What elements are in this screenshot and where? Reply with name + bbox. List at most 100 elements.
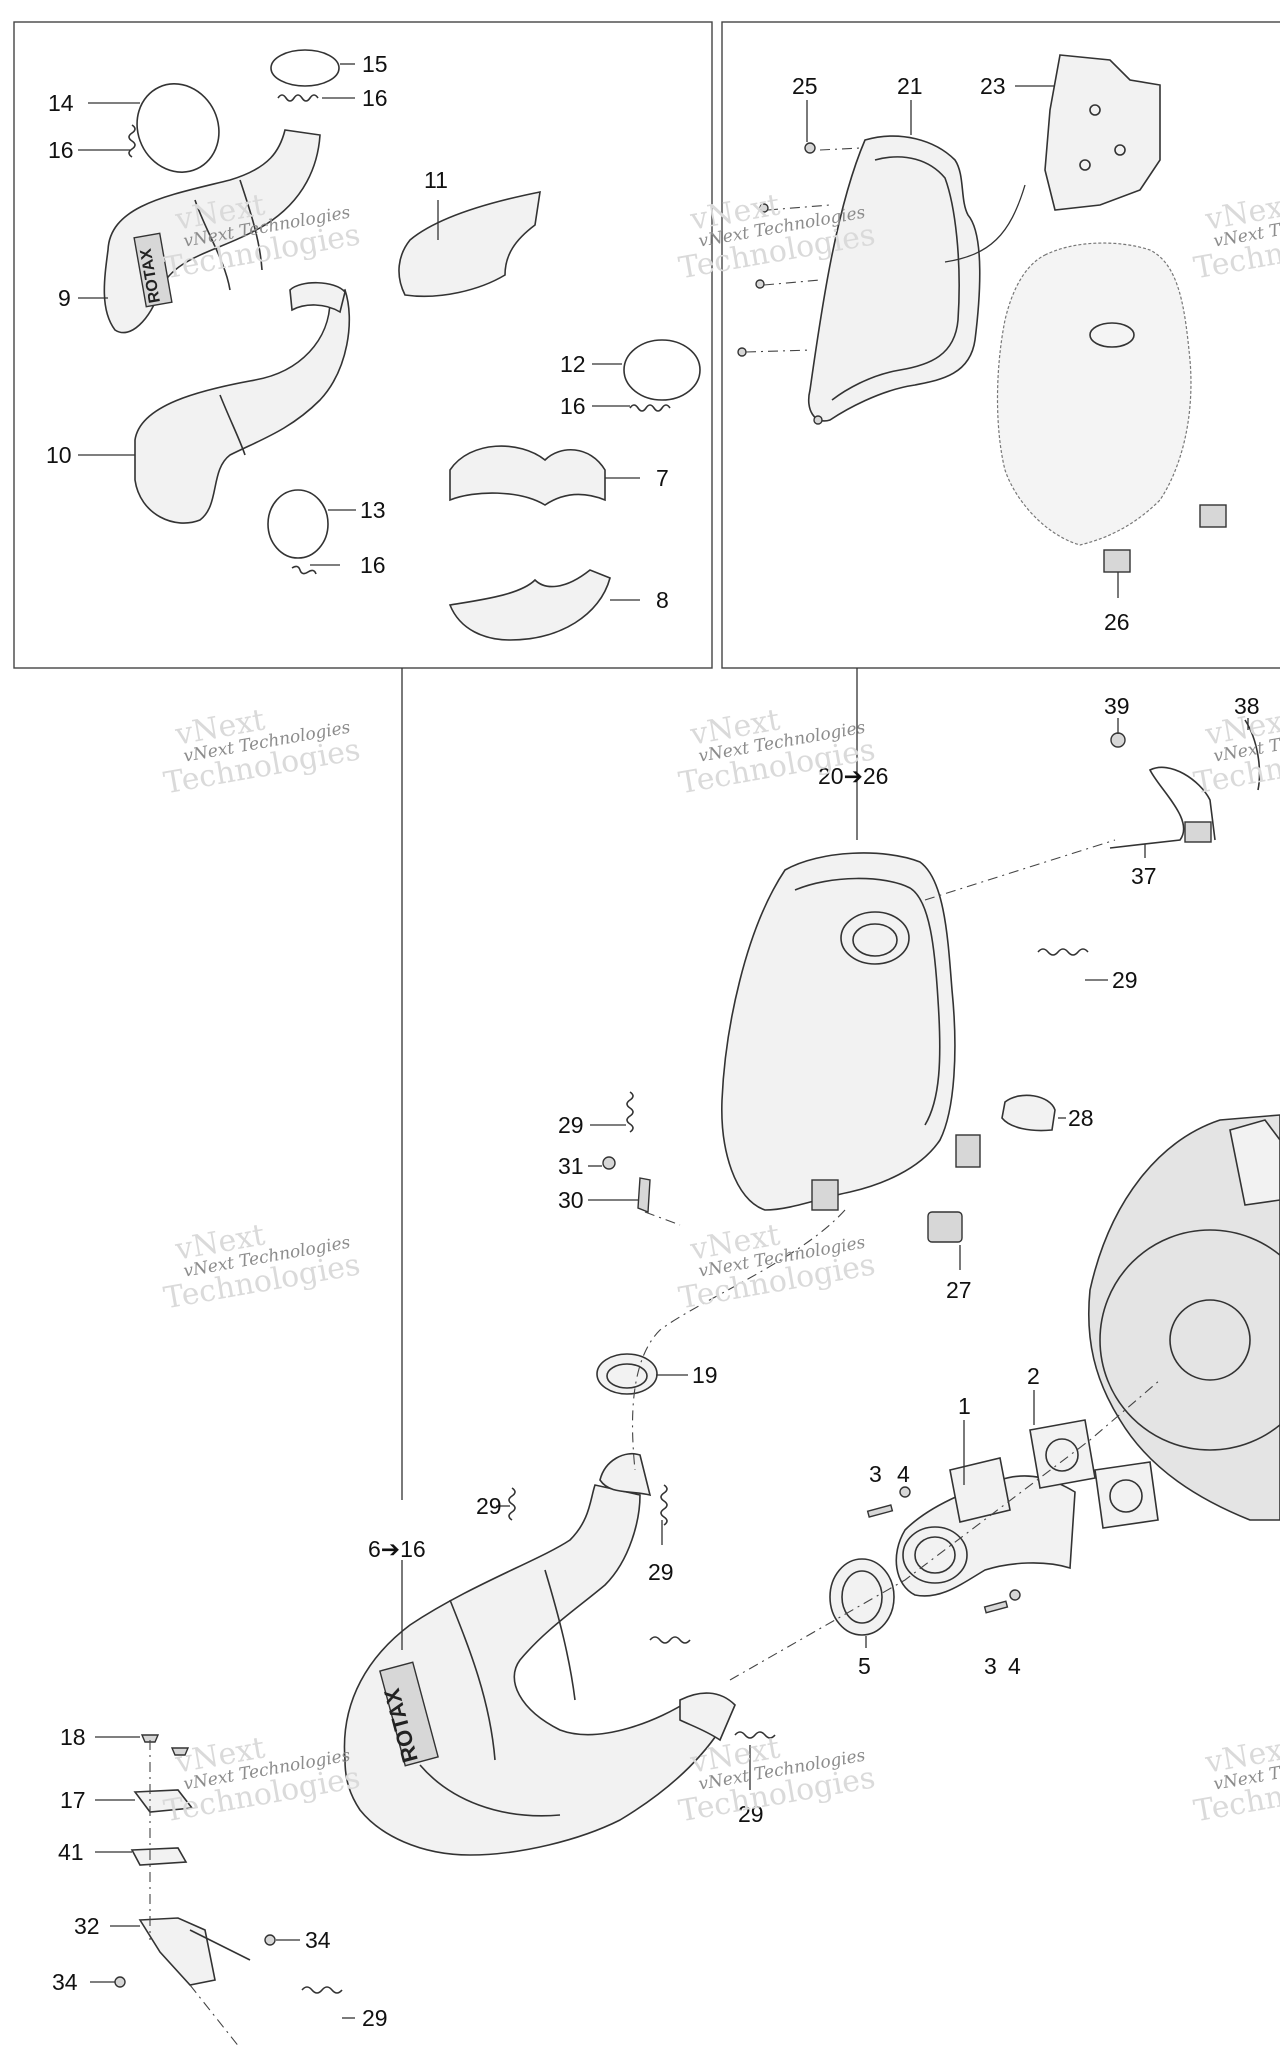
bracket-32 [138, 1917, 216, 1986]
spring-29-g [301, 1986, 343, 1994]
gasket-2-b [1094, 1461, 1159, 1529]
axis-engine [729, 1379, 1161, 1681]
spring-16-low [291, 565, 317, 575]
callout-23: 23 [980, 73, 1006, 99]
spring-29-e [649, 1636, 691, 1644]
gasket-2-b-hole [1109, 1479, 1143, 1513]
spring-29-a [1037, 948, 1089, 956]
callout-31: 31 [558, 1153, 584, 1179]
pipe-section-10 [134, 288, 351, 524]
callout-14: 14 [48, 90, 74, 116]
callout-39: 39 [1104, 693, 1130, 719]
muffler-20-outlet-inner [852, 923, 898, 957]
washer-left-a [759, 203, 769, 213]
rotax-badge-small-bg [133, 232, 173, 308]
callout-34-a: 34 [305, 1927, 331, 1953]
pad-41 [130, 1847, 188, 1866]
washer-left-b [755, 279, 765, 289]
callout-29-e: 29 [738, 1801, 764, 1827]
washer-18-b [170, 1747, 190, 1756]
watermark-4: vNext vNext Technologies Technologies [161, 703, 363, 802]
ring-clamp-12 [623, 339, 701, 401]
callout-2: 2 [1027, 1363, 1040, 1389]
shield-23-hole-b [1114, 144, 1126, 156]
sensor-harness-37 [1109, 766, 1216, 849]
callout-19: 19 [692, 1362, 718, 1388]
spring-16-mid [629, 404, 671, 412]
gasket-2-a-hole [1045, 1438, 1079, 1472]
axis-bottom [189, 1984, 241, 2048]
callout-17: 17 [60, 1787, 86, 1813]
rubber-pad-28 [1001, 1094, 1056, 1132]
watermark-8: vNext vNext Technologies Technologies [676, 1218, 878, 1317]
callout-27: 27 [946, 1277, 972, 1303]
callout-34-b: 34 [52, 1969, 78, 1995]
muffler-20 [721, 852, 956, 1211]
callout-30: 30 [558, 1187, 584, 1213]
detail-box-right [721, 21, 1280, 669]
watermark-11: vNext vNext Technologies Technologies [1191, 1731, 1280, 1830]
callout-9: 9 [58, 285, 71, 311]
callout-29-d: 29 [648, 1559, 674, 1585]
muffler-cover-21-rim [831, 156, 960, 401]
clip-30 [637, 1177, 651, 1214]
nut-39 [1110, 732, 1126, 748]
washer-4-a [899, 1486, 911, 1498]
watermark-1: vNext vNext Technologies Technologies [161, 188, 363, 287]
callout-16-a: 16 [362, 85, 388, 111]
callout-25: 25 [792, 73, 818, 99]
pipe-9-band [194, 199, 231, 291]
callout-29-c: 29 [476, 1493, 502, 1519]
callout-20-to-26: 20➔26 [818, 763, 888, 789]
axis-box-right-1 [819, 147, 861, 151]
gasket-2-a [1029, 1419, 1096, 1489]
expansion-chamber-6 [343, 1484, 722, 1856]
coupling-5-inner [841, 1570, 883, 1624]
heat-shield-23 [1044, 54, 1161, 211]
chamber-band-2 [544, 1569, 576, 1701]
shield-23-hole-c [1079, 159, 1091, 171]
callout-15: 15 [362, 51, 388, 77]
callout-26: 26 [1104, 609, 1130, 635]
ring-clamp-14 [136, 83, 220, 173]
callout-16-b: 16 [48, 137, 74, 163]
rubber-mount-27 [927, 1211, 963, 1243]
chamber-outlet [679, 1692, 736, 1742]
saddle-clamp-7 [449, 445, 606, 506]
engine-flywheel-hub [1169, 1299, 1251, 1381]
muffler-bracket-a [811, 1179, 839, 1211]
rubber-mount-26a [1199, 504, 1227, 528]
bolt-3-a [866, 1504, 894, 1518]
engine-flywheel [1099, 1229, 1280, 1451]
callout-41: 41 [58, 1839, 84, 1865]
axis-box-right-3 [763, 279, 821, 286]
callout-12: 12 [560, 351, 586, 377]
callout-28: 28 [1068, 1105, 1094, 1131]
rubber-mount-26b [1103, 549, 1131, 573]
gasket-19-inner [606, 1363, 648, 1389]
pipe-10-band [219, 394, 246, 456]
axis-30 [644, 1211, 681, 1226]
muffler-body-ghost [996, 242, 1192, 546]
shield-23-hole-a [1089, 104, 1101, 116]
callout-5: 5 [858, 1653, 871, 1679]
watermark-6: vNext vNext Technologies Technologies [1191, 703, 1280, 802]
saddle-clamp-8 [448, 569, 611, 641]
callout-11: 11 [424, 167, 448, 193]
detail-box-left [13, 21, 713, 669]
chamber-stinger [599, 1453, 652, 1497]
shield-23-arrow [944, 184, 1026, 263]
nut-25 [804, 142, 816, 154]
nut-34-a [264, 1934, 276, 1946]
callout-29-b: 29 [558, 1112, 584, 1138]
coupling-5 [829, 1558, 895, 1636]
spring-29-b [626, 1091, 634, 1133]
spring-29-d [660, 1484, 668, 1526]
chamber-band-3 [419, 1764, 561, 1817]
washer-4-b [1009, 1589, 1021, 1601]
muffler-bracket-b [955, 1134, 981, 1168]
callout-16-c: 16 [560, 393, 586, 419]
callout-8: 8 [656, 587, 669, 613]
callout-38: 38 [1234, 693, 1260, 719]
